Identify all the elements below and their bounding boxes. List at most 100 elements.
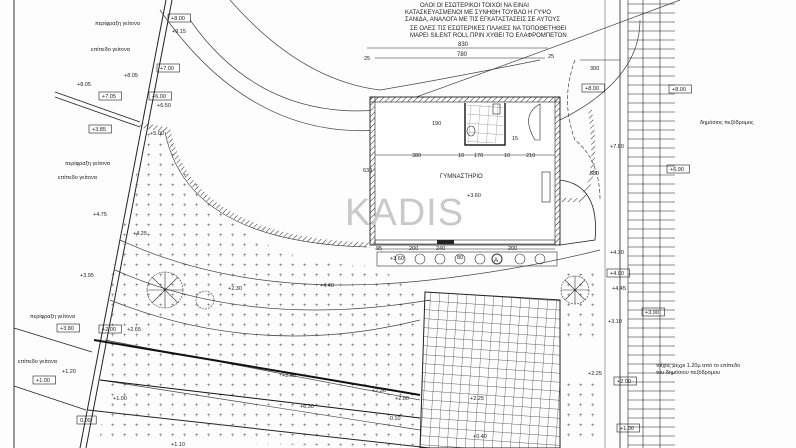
elevation-labels: +8.00+9.15+8.05+8.05+7.05+7.00+6.00+6.50… <box>32 13 692 448</box>
elevation-box <box>98 324 122 334</box>
curved-wall <box>165 129 371 248</box>
elevation-box <box>613 376 637 386</box>
wc-walls <box>464 103 506 146</box>
wall-segment <box>139 122 169 133</box>
planted-area-right <box>565 268 600 340</box>
elevation-label: +2.00 <box>617 379 631 385</box>
sidewalk-label: δημόσιος πεζόδρομος <box>700 119 754 126</box>
dimension-780: 780 <box>457 52 468 58</box>
elevation-label: +4.30 <box>610 250 624 256</box>
elevation-box <box>641 307 665 317</box>
public-sidewalk-strip <box>627 0 675 448</box>
dimension-80: 80 <box>457 255 463 261</box>
dimension-10: 10 <box>458 153 464 159</box>
elevation-label: +4.40 <box>320 283 334 289</box>
elevation-box <box>668 84 692 94</box>
elevation-label: +3.85 <box>92 127 106 133</box>
elevation-label: +8.00 <box>585 86 599 92</box>
dimension-380: 380 <box>412 153 421 159</box>
elevation-label: +1.20 <box>62 369 76 375</box>
elevation-label: +1.00 <box>113 396 127 402</box>
elevation-label: +2.00 <box>102 327 116 333</box>
elevation-box <box>76 415 97 425</box>
toilet-icon <box>492 103 501 115</box>
retaining-wall <box>93 339 421 396</box>
elevation-label: -0.10 <box>388 416 401 422</box>
wc-tiles <box>467 105 503 143</box>
note-line: ΟΛΟΙ ΟΙ ΕΣΩΤΕΡΙΚΟΙ ΤΟΙΧΟΙ ΝΑ ΕΙΝΑΙ <box>420 3 529 9</box>
basin-icon <box>466 125 476 137</box>
elevation-label: +3.60 <box>390 256 404 262</box>
dimension-texts: 830 780 25 25 300 380 10 170 10 210 190 … <box>363 42 599 261</box>
elevation-box <box>148 91 172 101</box>
dimension-300: 300 <box>590 66 599 72</box>
neighbour-level-label: επίπεδο γείτονα <box>58 175 98 181</box>
elevation-box <box>581 83 605 93</box>
elevation-label: +7.00 <box>160 66 174 72</box>
dimension-200: 200 <box>508 246 517 252</box>
kitchenette <box>541 171 551 203</box>
room-level: +3.60 <box>467 193 481 199</box>
elevation-label: +4.75 <box>93 212 107 218</box>
elevation-label: +2.30 <box>228 286 242 292</box>
watermark: KADIS <box>345 192 464 234</box>
elevation-label: +2.25 <box>588 371 602 377</box>
elevation-label: +1.00 <box>36 378 50 384</box>
elevation-label: +6.90 <box>670 167 684 173</box>
elevation-label: +3.10 <box>608 319 622 325</box>
dimension-15: 15 <box>512 136 518 142</box>
neighbour-fence-label: περίφραξη γείτονα <box>95 21 141 27</box>
elevation-label: +0.40 <box>473 434 487 440</box>
elevation-label: +7.05 <box>102 94 116 100</box>
neighbour-level-label: επίπεδο γείτονα <box>91 47 131 53</box>
elevation-label: +3.80 <box>60 326 74 332</box>
room-name: ΓΥΜΝΑΣΤΗΡΙΟ <box>440 174 483 180</box>
dimension-10: 10 <box>504 153 510 159</box>
stair-icon <box>528 103 541 141</box>
wall-note: τοίχος μέχρι 1.20μ από το επίπεδο <box>656 362 740 369</box>
elevation-label: 0.00 <box>80 418 91 424</box>
front-planter <box>376 251 558 267</box>
dimension-190: 190 <box>432 121 441 127</box>
elevation-label: +2.00 <box>395 396 409 402</box>
neighbour-fence-label: περίφραξη γείτονα <box>30 314 76 320</box>
dimension-lines <box>367 0 621 448</box>
annotation-labels: περίφραξη γείτονα επίπεδο γείτονα περίφρ… <box>18 21 754 376</box>
building-gym <box>369 96 596 246</box>
dimension-240: 240 <box>436 246 445 252</box>
elevation-label: +7.80 <box>610 144 624 150</box>
dimension-25: 25 <box>364 56 370 62</box>
elevation-label: +8.05 <box>124 73 138 79</box>
elevation-label: +4.00 <box>610 271 624 277</box>
elevation-label: +0.30 <box>300 404 314 410</box>
tree-icon <box>146 271 590 310</box>
dimension-170: 170 <box>474 153 483 159</box>
elevation-box <box>98 91 122 101</box>
planted-area-right-lower <box>560 380 600 440</box>
elevation-box <box>616 423 640 433</box>
neighbour-level-label: επίπεδο γείτονα <box>18 359 58 365</box>
elevation-label: +8.00 <box>171 16 185 22</box>
elevation-label: +2.25 <box>470 396 484 402</box>
wall-note: του δημόσιου πεζόδρομου <box>656 369 720 376</box>
elevation-box <box>167 13 191 23</box>
paving-area <box>419 291 561 448</box>
elevation-box <box>156 63 180 73</box>
elevation-box <box>666 164 690 174</box>
planted-area <box>100 128 420 448</box>
elevation-label: +1.00 <box>620 426 634 432</box>
dimension-25: 25 <box>548 54 554 60</box>
elevation-label: +3.90 <box>645 310 659 316</box>
dimension-580: 580 <box>590 171 599 177</box>
elevation-label: +1.10 <box>171 442 185 448</box>
elevation-label: +5.00 <box>150 131 164 137</box>
elevation-label: +2.65 <box>282 373 296 379</box>
dimension-95: 95 <box>376 246 382 252</box>
elevation-label: +6.50 <box>157 103 171 109</box>
note-line: MAPEI SILENT ROLL ΠΡΙΝ ΧΥΘΕΙ ΤΟ ΕΛΑΦΡΟΜΠ… <box>410 33 567 39</box>
dimension-830: 830 <box>458 42 469 48</box>
elevation-box <box>606 268 630 278</box>
elevation-label: +4.25 <box>133 231 147 237</box>
elevation-label: +3.95 <box>80 273 94 279</box>
